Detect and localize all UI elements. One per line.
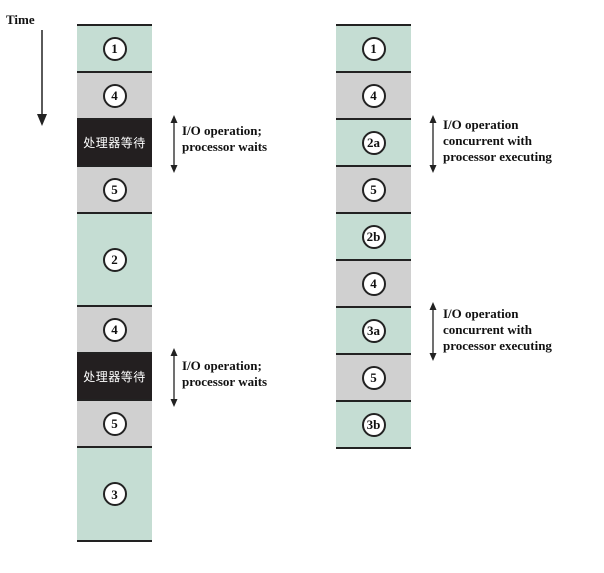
processor-wait-label: 处理器等待 <box>83 370 146 384</box>
segment-2: 2 <box>77 214 152 307</box>
segment-4: 4 <box>336 73 411 120</box>
step-badge: 2b <box>361 224 386 249</box>
segment-4: 4 <box>336 261 411 308</box>
step-badge: 5 <box>361 365 386 390</box>
step-badge: 5 <box>102 411 127 436</box>
annotation-line: I/O operation; <box>182 358 262 373</box>
annotation-line: concurrent with <box>443 322 532 337</box>
annotation-line: processor executing <box>443 338 552 353</box>
processor-wait-label: 处理器等待 <box>83 136 146 150</box>
annotation-line: processor waits <box>182 374 268 389</box>
annotation-line: I/O operation <box>443 306 519 321</box>
segment-5: 5 <box>336 167 411 214</box>
segment-4: 4 <box>77 307 152 354</box>
concurrent-annotation: I/O operation concurrent with processor … <box>443 306 552 354</box>
time-label: Time <box>6 12 35 27</box>
concurrent-annotation: I/O operation concurrent with processor … <box>443 117 552 165</box>
segment-1: 1 <box>336 26 411 73</box>
io-annotation: I/O operation; processor waits <box>182 358 267 390</box>
step-badge: 3b <box>361 412 386 437</box>
step-badge: 5 <box>102 177 127 202</box>
step-badge: 4 <box>361 83 386 108</box>
segment-2b: 2b <box>336 214 411 261</box>
step-badge: 3 <box>102 482 127 506</box>
step-badge: 2 <box>102 247 127 272</box>
double-arrow-icon <box>429 115 437 173</box>
step-badge: 5 <box>361 177 386 202</box>
annotation-line: processor executing <box>443 149 552 164</box>
segment-1: 1 <box>77 26 152 73</box>
io-annotation: I/O operation; processor waits <box>182 123 267 155</box>
segment-5: 5 <box>77 167 152 214</box>
step-badge: 4 <box>361 271 386 296</box>
double-arrow-icon <box>170 348 178 407</box>
concurrent-timeline: 1 4 2a 5 2b 4 3a 5 3b <box>336 24 411 449</box>
segment-2a: 2a <box>336 120 411 167</box>
step-badge: 4 <box>102 83 127 108</box>
annotation-line: I/O operation <box>443 117 519 132</box>
step-badge: 3a <box>361 318 386 343</box>
step-badge: 1 <box>361 36 386 61</box>
annotation-line: processor waits <box>182 139 268 154</box>
segment-5: 5 <box>336 355 411 402</box>
segment-3: 3 <box>77 448 152 542</box>
segment-5: 5 <box>77 401 152 448</box>
step-badge: 2a <box>361 130 386 155</box>
annotation-line: concurrent with <box>443 133 532 148</box>
step-badge: 4 <box>102 317 127 342</box>
double-arrow-icon <box>429 302 437 361</box>
segment-4: 4 <box>77 73 152 120</box>
annotation-line: I/O operation; <box>182 123 262 138</box>
segment-3b: 3b <box>336 402 411 449</box>
sequential-timeline: 1 4 处理器等待 5 2 4 处理器等待 5 3 <box>77 24 152 542</box>
double-arrow-icon <box>170 115 178 173</box>
step-badge: 1 <box>102 36 127 61</box>
time-arrow-icon <box>37 30 47 126</box>
segment-processor-wait: 处理器等待 <box>77 354 152 401</box>
segment-processor-wait: 处理器等待 <box>77 120 152 167</box>
segment-3a: 3a <box>336 308 411 355</box>
